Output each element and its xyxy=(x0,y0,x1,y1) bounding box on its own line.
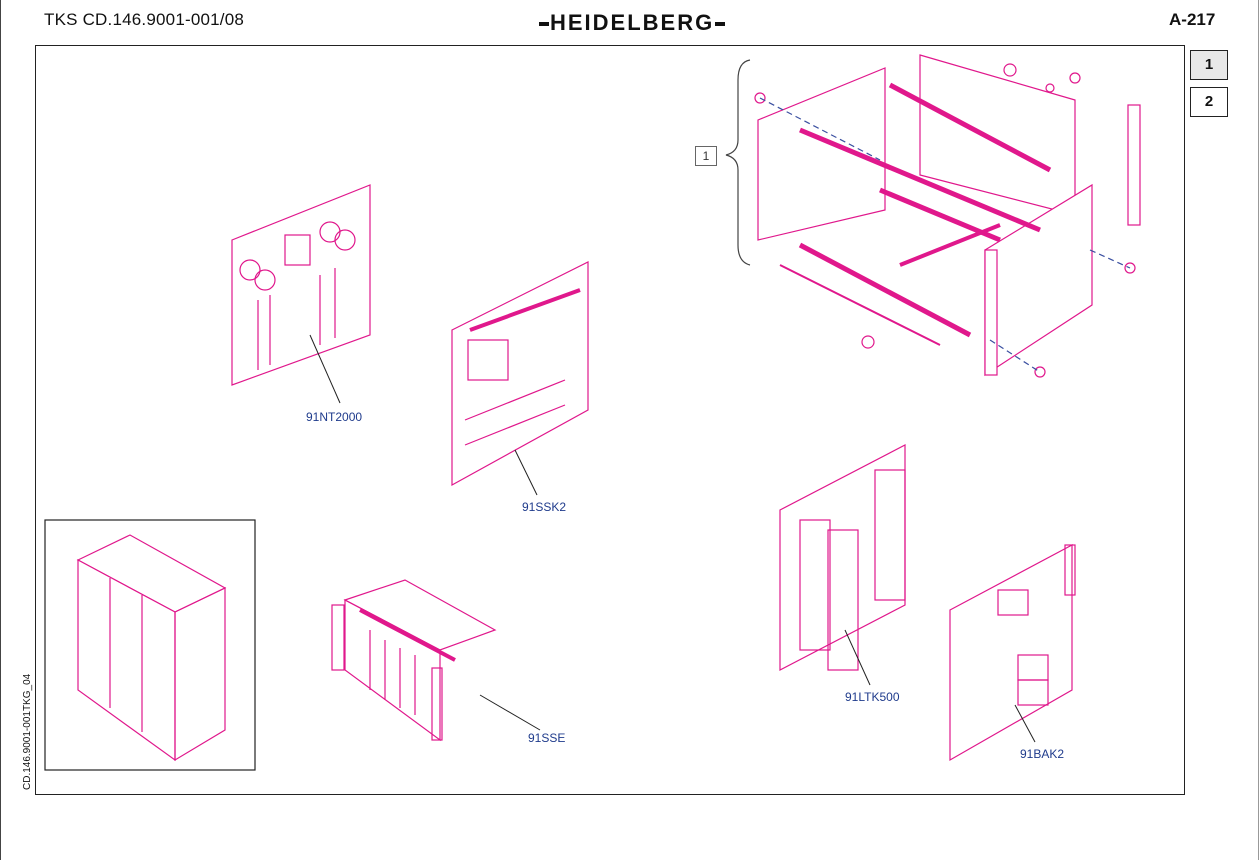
rack-assembly xyxy=(754,54,1141,378)
tab-2[interactable]: 2 xyxy=(1190,87,1228,117)
part-label-sse[interactable]: 91SSE xyxy=(528,731,566,745)
part-label-nt2000[interactable]: 91NT2000 xyxy=(306,410,363,424)
page-border xyxy=(0,0,1,860)
document-id: TKS CD.146.9001-001/08 xyxy=(44,10,245,29)
cabinet-inset-frame xyxy=(44,519,256,771)
part-label-ltk500[interactable]: 91LTK500 xyxy=(845,690,900,704)
part-label-bak2[interactable]: 91BAK2 xyxy=(1020,747,1065,761)
page-number: A-217 xyxy=(1169,10,1216,29)
ltk500-board xyxy=(779,444,906,671)
bak2-board xyxy=(949,544,1076,762)
sse-subrack xyxy=(331,579,497,742)
callout-bracket xyxy=(725,59,751,266)
ssk2-board xyxy=(451,261,589,487)
tab-1[interactable]: 1 xyxy=(1190,50,1228,80)
callout-marker: 1 xyxy=(695,146,717,166)
drawing-frame xyxy=(35,45,1185,795)
nt2000-board xyxy=(231,184,371,386)
part-label-ssk2[interactable]: 91SSK2 xyxy=(522,500,567,514)
brand-logo: HEIDELBERG xyxy=(538,10,726,36)
cabinet xyxy=(76,534,227,762)
